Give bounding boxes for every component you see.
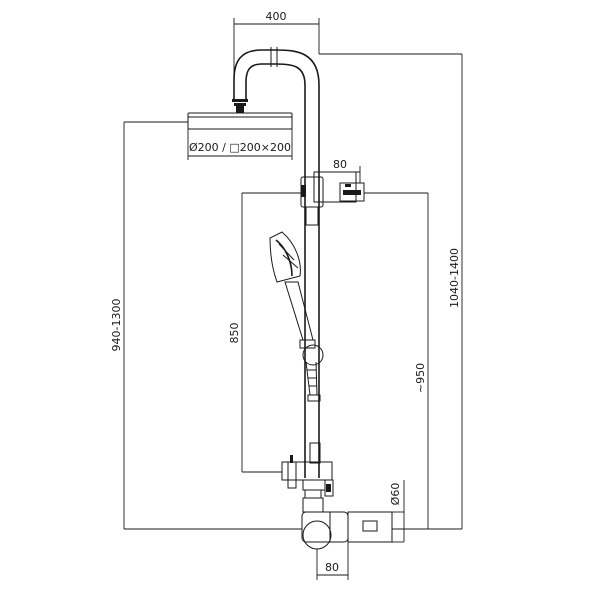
dim-inlet-diameter: Ø60 bbox=[389, 480, 405, 543]
hand-shower bbox=[269, 231, 316, 349]
label-hand-shower-height: 850 bbox=[228, 323, 241, 344]
dim-hand-shower-height: 850 bbox=[228, 192, 301, 473]
dim-column-height: 1040-1400 bbox=[319, 53, 463, 530]
dim-inlet-spacing: 80 bbox=[316, 542, 349, 580]
mixer-body bbox=[301, 497, 393, 550]
gooseneck-arm bbox=[232, 47, 320, 106]
dim-holder-offset: 80 bbox=[319, 158, 361, 183]
label-head-size: Ø200 / □200×200 bbox=[189, 141, 291, 154]
dim-head-size: Ø200 / □200×200 bbox=[187, 129, 293, 160]
riser-pipe bbox=[304, 85, 320, 478]
label-column-height: 1040-1400 bbox=[448, 248, 461, 308]
label-inlet-diameter: Ø60 bbox=[389, 483, 402, 506]
flexible-hose bbox=[302, 344, 324, 402]
label-arm-reach: 400 bbox=[266, 10, 287, 23]
dim-outlet-height: 940-1300 bbox=[110, 121, 302, 530]
dim-holder-to-mixer: ~950 bbox=[364, 192, 429, 530]
rain-shower-head bbox=[187, 106, 293, 130]
diverter-fitting bbox=[281, 442, 334, 499]
label-outlet-height: 940-1300 bbox=[110, 299, 123, 352]
label-holder-to-mixer: ~950 bbox=[414, 363, 427, 393]
label-holder-offset: 80 bbox=[333, 158, 347, 171]
dim-arm-reach: 400 bbox=[233, 10, 320, 80]
label-inlet-spacing: 80 bbox=[325, 561, 339, 574]
upper-slide-bracket bbox=[300, 171, 365, 226]
